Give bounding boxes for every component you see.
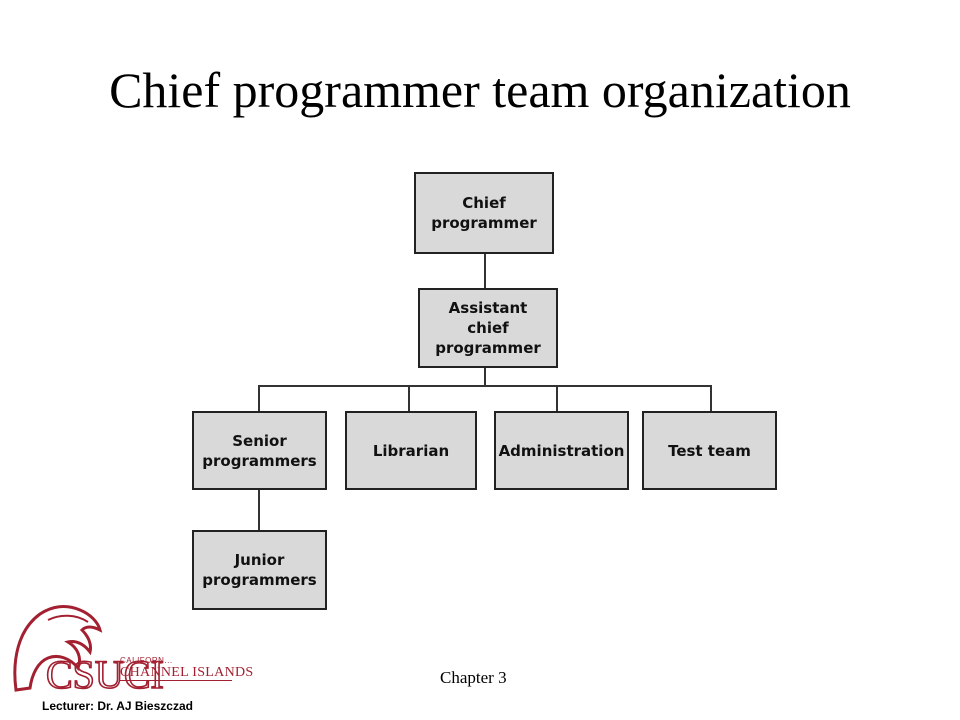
connector-chief-assistant — [484, 254, 486, 288]
connector-bus-administration — [556, 385, 558, 411]
node-administration: Administration — [494, 411, 629, 490]
lecturer-label: Lecturer: Dr. AJ Bieszczad — [42, 699, 193, 713]
node-test-team: Test team — [642, 411, 777, 490]
connector-horizontal-bus — [258, 385, 712, 387]
connector-assistant-bus — [484, 368, 486, 386]
node-junior-programmers-label: Junior programmers — [202, 551, 317, 589]
chapter-label: Chapter 3 — [440, 668, 507, 687]
slide-title: Chief programmer team organization — [109, 62, 851, 118]
node-senior-programmers-label: Senior programmers — [202, 431, 317, 470]
node-administration-label: Administration — [498, 441, 625, 460]
node-chief-programmer-label: Chief programmer — [431, 194, 537, 232]
logo-divider — [120, 680, 232, 681]
node-assistant-chief-programmer: Assistant chief programmer — [418, 288, 558, 368]
node-assistant-chief-programmer-label: Assistant chief programmer — [435, 299, 541, 357]
connector-bus-test — [710, 385, 712, 411]
csuci-logo: CSUCI — [8, 600, 243, 698]
node-chief-programmer: Chief programmer — [414, 172, 554, 254]
connector-bus-senior — [258, 385, 260, 411]
node-junior-programmers: Junior programmers — [192, 530, 327, 610]
node-librarian-label: Librarian — [372, 441, 450, 460]
logo-line-1: CALIFORN... — [120, 656, 173, 665]
connector-bus-librarian — [408, 385, 410, 411]
dolphin-logo-icon: CSUCI — [13, 605, 165, 698]
logo-line-2: CHANNEL ISLANDS — [120, 665, 254, 680]
svg-text:CSUCI: CSUCI — [46, 652, 164, 696]
node-test-team-label: Test team — [668, 441, 751, 460]
node-senior-programmers: Senior programmers — [192, 411, 327, 490]
node-librarian: Librarian — [345, 411, 477, 490]
connector-senior-junior — [258, 490, 260, 530]
